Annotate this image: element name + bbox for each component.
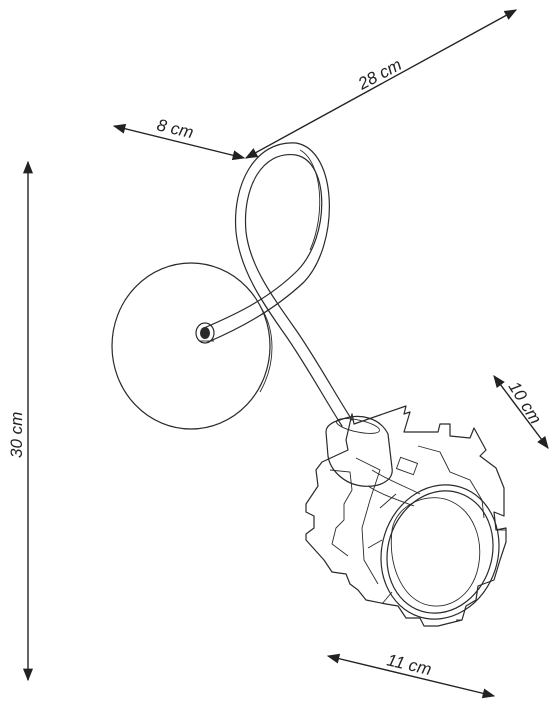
arm-highlight [299,149,321,251]
dimension-shade-depth: 10 cm [493,374,549,450]
arm-outer [203,154,353,421]
height-label: 30 cm [7,412,26,458]
dimension-mount-width: 8 cm [112,115,246,161]
cage-left-frame [305,413,387,605]
connector-core [200,327,210,339]
cage-front-ring-inner [386,490,494,614]
dimension-depth: 28 cm [244,9,518,159]
cage-front-ring-outer [380,484,500,620]
shade-width-arrow [326,653,496,699]
socket-thread-2 [367,485,415,507]
wall-plate-outline [111,262,271,430]
bulb-glass [390,497,481,607]
cage-strut-2 [367,539,383,549]
arm-inner [207,142,343,427]
loop-arm [203,142,353,427]
cage-inner-right [417,445,485,519]
cage-strut-1 [379,493,397,509]
socket [325,415,421,507]
shade-depth-arrow [493,374,549,450]
shade-width-label: 11 cm [385,650,433,679]
socket-clip [395,456,419,476]
shade-depth-label: 10 cm [505,378,546,427]
arm-connector [195,322,215,344]
connector-ring [195,322,215,344]
socket-rim [335,418,381,434]
cage-back-frame [351,405,507,627]
dimension-height: 30 cm [7,160,34,682]
wall-plate-edge [259,305,273,393]
cage-shade [305,405,507,627]
depth-arrow [244,9,518,159]
wall-plate [111,262,273,430]
mount-width-arrow [112,123,246,161]
cage-inner-left [329,469,353,557]
cage-strut-3 [381,591,393,605]
cage-inner-mid [355,457,381,585]
depth-label: 28 cm [354,55,405,94]
socket-body [325,415,393,487]
dimension-shade-width: 11 cm [326,650,496,699]
socket-thread-1 [371,469,421,495]
lamp-drawing [111,142,507,627]
